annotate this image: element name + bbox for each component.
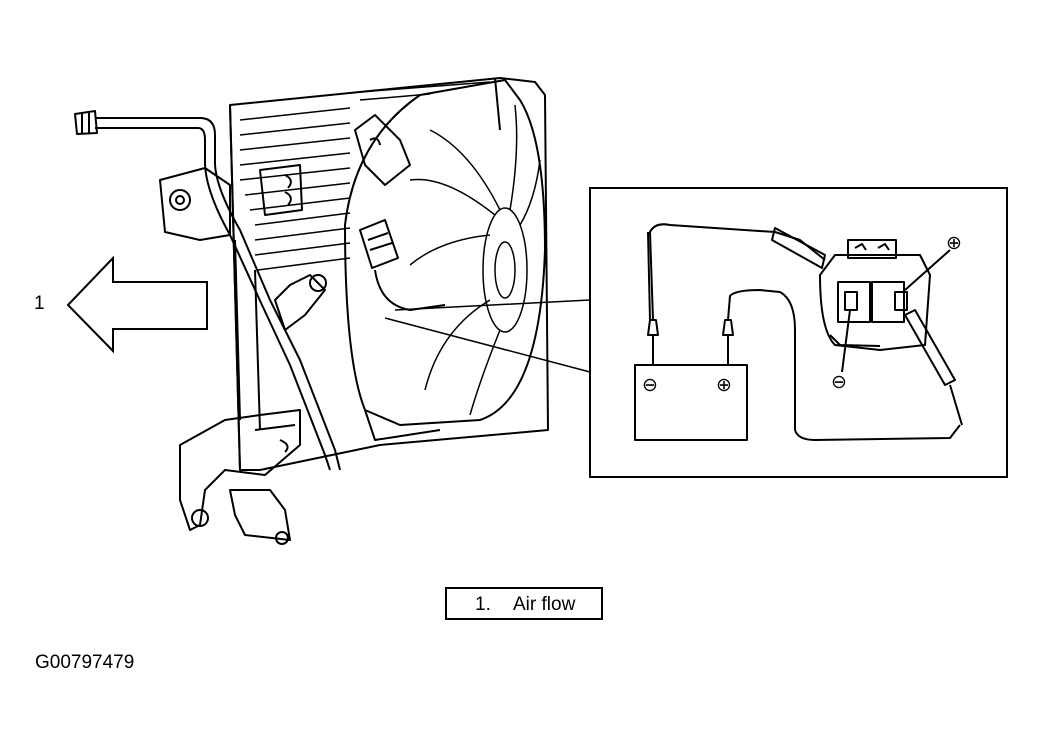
battery-positive-symbol: ⊕ [716, 375, 732, 396]
pressure-switch [274, 274, 326, 331]
connector-pin-positive [894, 291, 908, 311]
lower-bracket [179, 409, 301, 531]
motor-connector [359, 219, 399, 269]
pipe-fitting [74, 110, 98, 135]
fan-shroud [344, 79, 546, 426]
fan-blades [409, 104, 541, 416]
test-probe-positive [904, 309, 956, 386]
bottom-mount [229, 489, 291, 541]
connector-pin-negative [844, 291, 858, 311]
battery [634, 364, 748, 441]
legend-label: Air flow [513, 594, 576, 615]
fan-motor-connector [819, 254, 931, 351]
figure-id: G00797479 [35, 652, 135, 673]
air-flow-arrow [66, 255, 208, 354]
battery-negative-symbol: ⊖ [642, 375, 658, 396]
air-flow-callout-number: 1 [34, 293, 45, 314]
radiator-core [229, 77, 549, 471]
test-probe-negative [771, 227, 826, 269]
legend-box: 1. Air flow [445, 587, 603, 620]
inset-wiring-diagram: ⊖ ⊕ ⊖ ⊕ [589, 187, 1008, 478]
legend-number: 1. [475, 594, 491, 615]
refrigerant-pipe [95, 117, 341, 471]
battery-negative-lead [647, 319, 659, 365]
condenser-fan-assembly [74, 77, 591, 545]
connector-positive-symbol: ⊕ [946, 233, 962, 254]
connector-negative-symbol: ⊖ [831, 372, 847, 393]
battery-positive-lead [722, 319, 734, 365]
upper-bracket [159, 167, 231, 241]
